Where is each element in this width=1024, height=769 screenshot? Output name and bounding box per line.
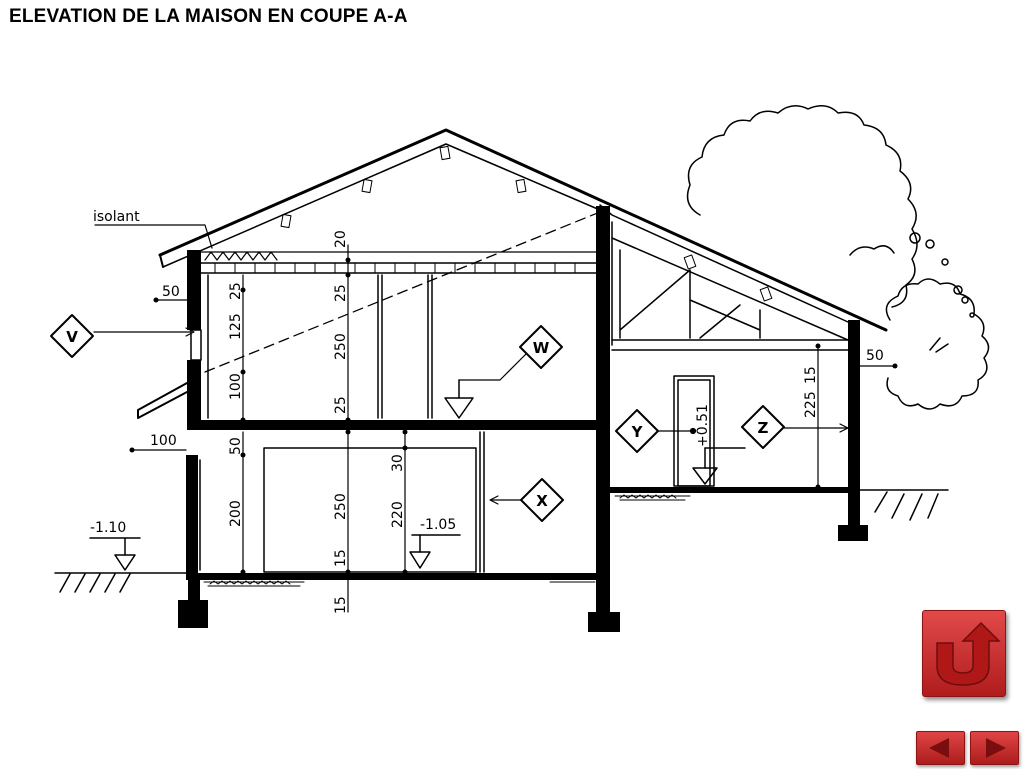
dim-30: 30	[390, 454, 406, 472]
roof-main	[158, 128, 888, 332]
level-marker-annex	[692, 447, 746, 485]
marker-v-diamond	[50, 314, 94, 358]
level-ground-label: -1.05	[420, 517, 456, 533]
dim-15-b: 15	[333, 596, 349, 614]
next-slide-button[interactable]	[970, 731, 1019, 765]
dim-25-b: 25	[333, 284, 349, 302]
level-marker-upper	[444, 379, 474, 419]
annex-truss	[611, 221, 849, 351]
dim-250-lower: 250	[333, 493, 349, 520]
marker-leaders	[93, 224, 849, 505]
marker-y-diamond	[615, 409, 659, 453]
dim-250-upper: 250	[333, 333, 349, 360]
marker-z-label: Z	[758, 419, 769, 437]
triangle-right-icon	[986, 738, 1006, 758]
dim-225: 225	[803, 391, 819, 418]
insulation-label: isolant	[93, 209, 140, 225]
marker-x-diamond	[520, 478, 564, 522]
lower-eave	[137, 382, 188, 419]
structure	[178, 206, 868, 632]
section-dashed-line	[204, 211, 601, 373]
dim-50-left: 50	[162, 284, 180, 300]
level-annex-label: +0.51	[695, 404, 711, 447]
slab-hatching	[203, 494, 691, 587]
dim-100-left: 100	[150, 433, 177, 449]
page-title: ELEVATION DE LA MAISON EN COUPE A-A	[9, 6, 408, 27]
marker-v-label: V	[66, 328, 78, 346]
marker-y-label: Y	[631, 423, 644, 441]
dim-15-a: 15	[333, 549, 349, 567]
dim-50-lower: 50	[228, 437, 244, 455]
tree-outline	[686, 105, 990, 410]
ground-lines	[54, 489, 949, 593]
marker-z-diamond	[741, 405, 785, 449]
marker-w-diamond	[519, 325, 563, 369]
diamond-markers	[50, 314, 785, 522]
marker-x-label: X	[536, 492, 548, 510]
triangle-left-icon	[929, 738, 949, 758]
u-turn-arrow-icon	[936, 621, 1001, 686]
ceiling-insulation	[199, 251, 599, 274]
previous-slide-button[interactable]	[916, 731, 965, 765]
dim-20: 20	[333, 230, 349, 248]
level-outside-label: -1.10	[90, 520, 126, 536]
dim-200: 200	[228, 500, 244, 527]
dim-25-c: 25	[333, 396, 349, 414]
dim-100-mid: 100	[228, 373, 244, 400]
marker-w-label: W	[533, 339, 550, 357]
dim-50-right: 50	[866, 348, 884, 364]
dim-15-c: 15	[803, 366, 819, 384]
dim-25-a: 25	[228, 282, 244, 300]
return-button[interactable]	[922, 610, 1006, 697]
level-marker-outside	[89, 537, 141, 571]
dimension-ticks	[129, 257, 898, 575]
dimension-lines	[131, 244, 896, 613]
dim-220: 220	[390, 501, 406, 528]
dim-125: 125	[228, 313, 244, 340]
level-marker-ground	[409, 534, 461, 569]
